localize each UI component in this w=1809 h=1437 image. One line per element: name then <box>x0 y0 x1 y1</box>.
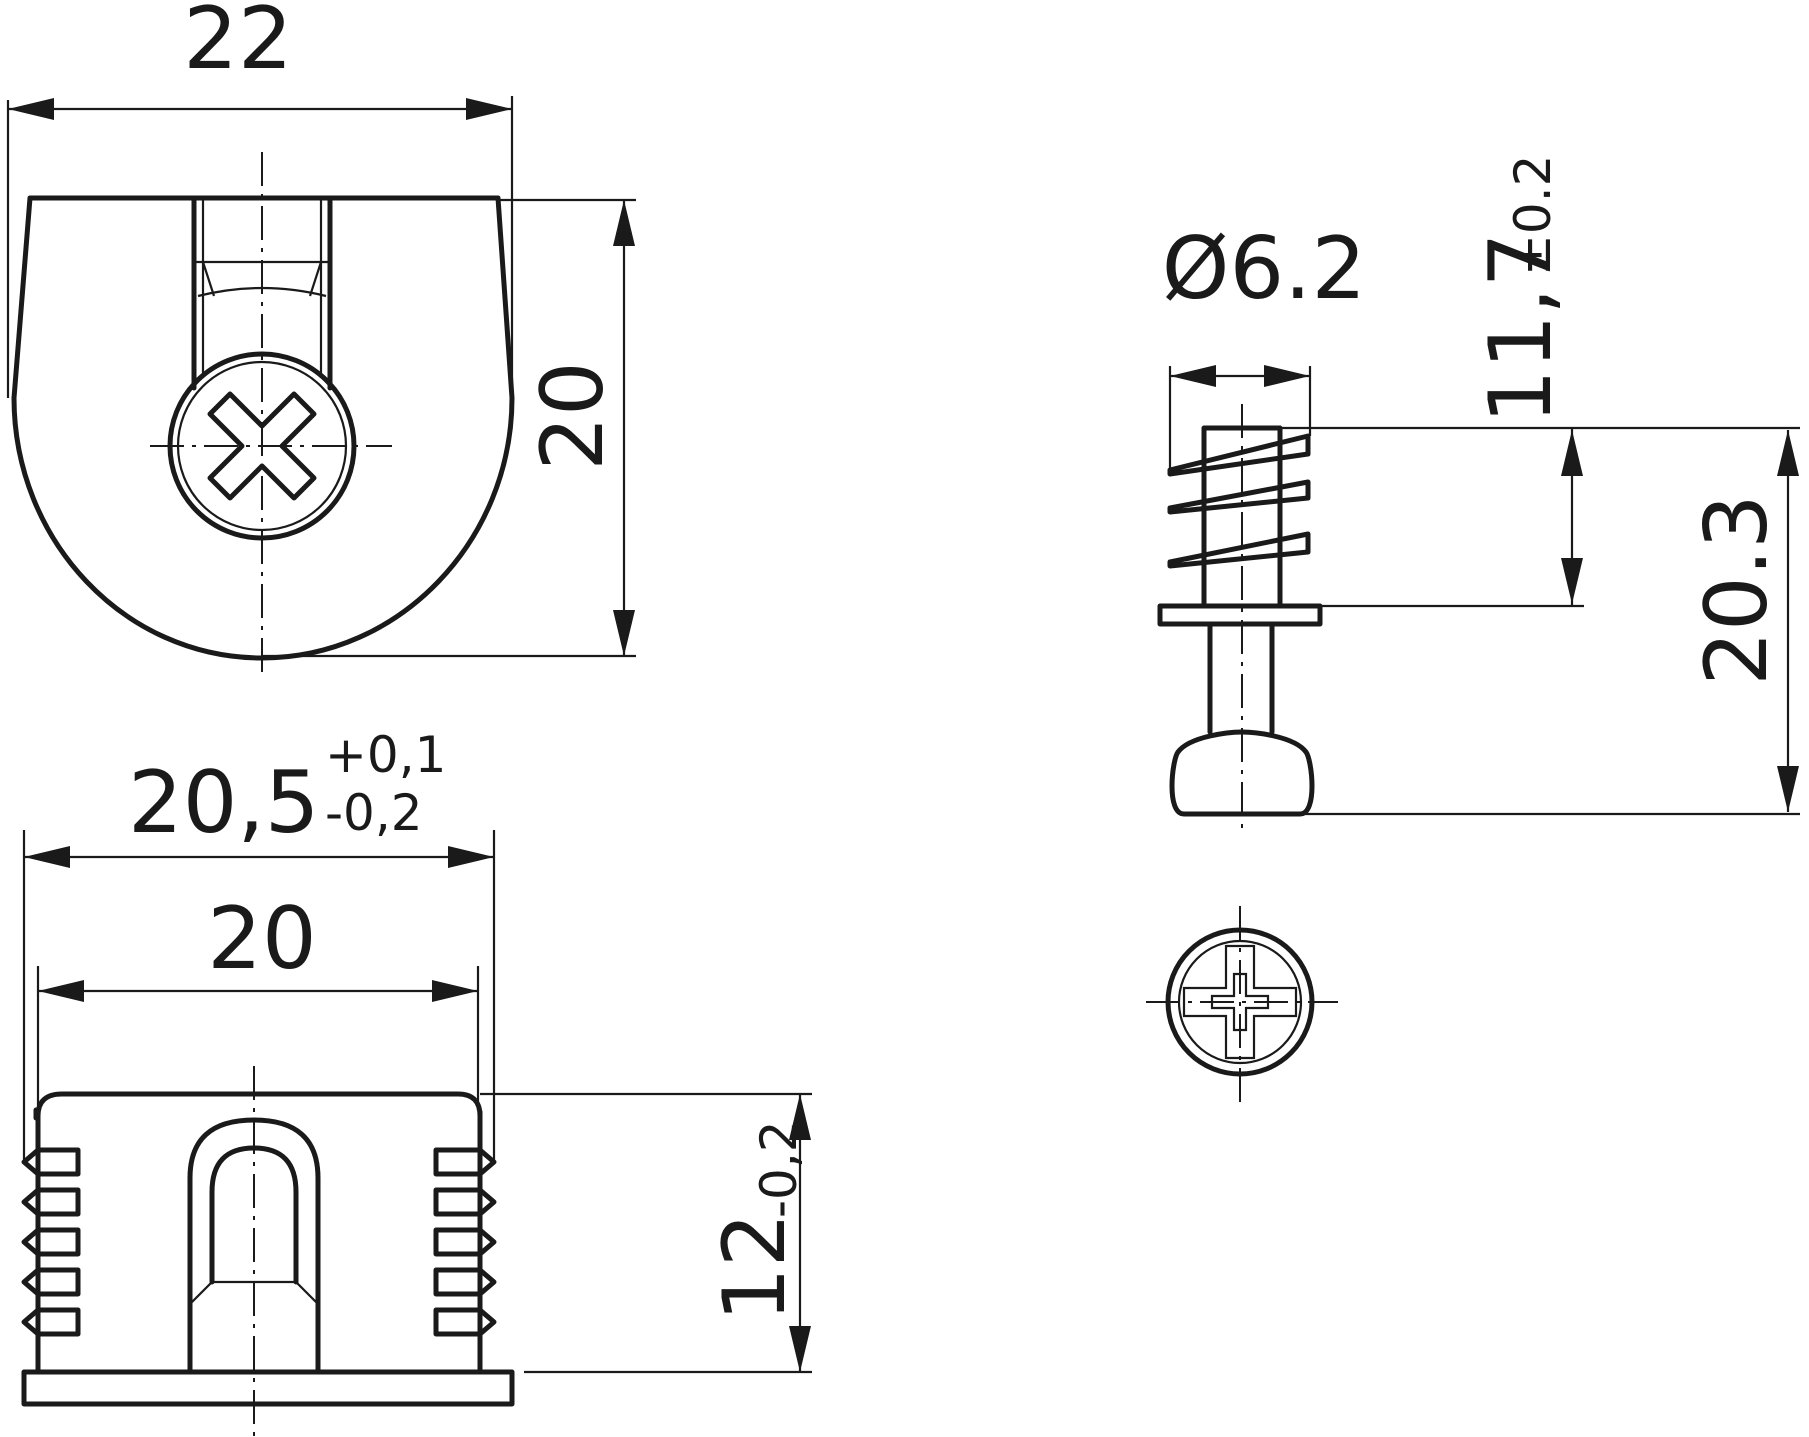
screw-thread-length-label: 11,7 <box>1471 233 1571 424</box>
sleeve-teeth-left-blocks <box>35 1147 81 1337</box>
sleeve-height-tol: -0,2 <box>750 1120 808 1218</box>
sleeve-teeth-left <box>21 1147 41 1337</box>
screw-neck <box>1207 621 1275 735</box>
screw-end-view <box>1146 906 1338 1102</box>
screw-end-cross <box>1182 944 1298 1060</box>
sleeve-teeth-right-blocks <box>433 1147 483 1337</box>
screw-diameter-label: Ø6.2 <box>1162 219 1366 319</box>
dimension-sleeve-height: 12 -0,2 <box>480 1092 812 1374</box>
screw-thread-length-tol: ±0.2 <box>1504 155 1562 276</box>
dimension-screw-thread-length: 11,7 ±0.2 <box>1280 155 1800 608</box>
sleeve-height-label: 12 <box>705 1213 805 1322</box>
sleeve-flange <box>21 1369 515 1407</box>
screw-end-inner-cross <box>1210 972 1270 1032</box>
sleeve-outer-width-label: 20,5 <box>128 753 319 853</box>
dimension-sleeve-outer-width: 20,5 +0,1 -0,2 <box>22 726 496 1160</box>
dimension-cap-width: 22 <box>6 0 514 398</box>
sleeve-outer-width-tol-lower: -0,2 <box>325 784 423 842</box>
dimension-cap-height: 20 <box>262 198 636 658</box>
screw-side-view <box>1157 404 1323 830</box>
cap-top-view <box>11 152 515 678</box>
screw-total-length-label: 20.3 <box>1687 494 1787 685</box>
sleeve-teeth-right <box>477 1147 497 1337</box>
sleeve-side-view <box>21 1066 515 1437</box>
cap-height-label: 20 <box>523 361 623 470</box>
dimension-screw-diameter: Ø6.2 <box>1162 219 1366 474</box>
cap-width-label: 22 <box>183 0 292 89</box>
sleeve-width-label: 20 <box>207 889 316 989</box>
dimension-screw-total-length: 20.3 <box>1300 430 1800 816</box>
screw-thread <box>1167 433 1311 569</box>
dimension-sleeve-width: 20 <box>36 889 480 1110</box>
cap-slot <box>191 195 333 391</box>
sleeve-outer-width-tol-upper: +0,1 <box>325 726 446 784</box>
screw-flange <box>1157 603 1323 627</box>
sleeve-top <box>35 1091 483 1133</box>
